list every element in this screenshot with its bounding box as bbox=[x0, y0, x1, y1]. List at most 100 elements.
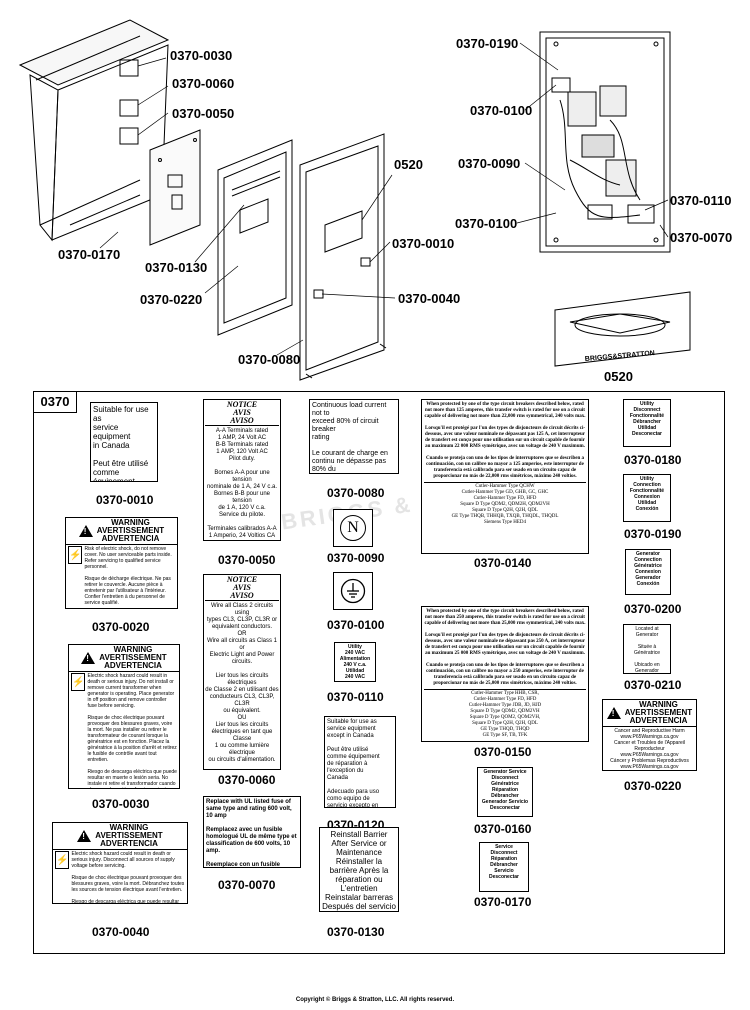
label-0370-0040-head: WARNING AVERTISSEMENT ADVERTENCIA bbox=[95, 823, 163, 848]
label-0370-0120-text: Suitable for use as service equipment ex… bbox=[327, 719, 380, 808]
label-0370-0070-number: 0370-0070 bbox=[218, 878, 276, 892]
callout-0370-0190: 0370-0190 bbox=[456, 36, 519, 51]
label-0370-0190: Utility Connection Fonctionnalité Connex… bbox=[623, 474, 671, 522]
label-0370-0170: Service Disconnect Réparation Débrancher… bbox=[479, 842, 529, 892]
label-0370-0200: Generator Connection Génératrice Connexi… bbox=[625, 549, 671, 595]
label-0370-0040: WARNING AVERTISSEMENT ADVERTENCIA ⚡ Elec… bbox=[52, 822, 188, 904]
warning-header: WARNING AVERTISSEMENT ADVERTENCIA bbox=[603, 700, 696, 727]
copyright-footer: Copyright © Briggs & Stratton, LLC. All … bbox=[295, 997, 455, 1003]
label-0370-0010: Suitable for use as service equipment in… bbox=[90, 402, 158, 482]
warning-header: WARNING AVERTISSEMENT ADVERTENCIA bbox=[66, 518, 177, 545]
label-0370-0080-text: Continuous load current not to exceed 80… bbox=[312, 402, 388, 473]
neutral-n-icon: N bbox=[340, 515, 366, 541]
label-0370-0220: WARNING AVERTISSEMENT ADVERTENCIA Cancer… bbox=[602, 699, 697, 771]
label-0370-0050-text: A-A Terminals rated 1 AMP, 24 Volt AC B-… bbox=[206, 428, 278, 539]
warning-triangle-icon bbox=[77, 830, 92, 842]
label-0370-0030: WARNING AVERTISSEMENT ADVERTENCIA ⚡ Elec… bbox=[68, 644, 180, 789]
label-0370-0160: Generator Service Disconnect Génératrice… bbox=[477, 767, 533, 817]
leader-lines bbox=[99, 42, 669, 356]
callout-0520-a: 0520 bbox=[394, 157, 423, 172]
exploded-parts-diagram: BRIGGS&STRATTON bbox=[18, 19, 691, 381]
label-0370-0130-text: Reinstall Barrier After Service or Maint… bbox=[322, 830, 396, 911]
label-0370-0100 bbox=[333, 572, 373, 610]
label-0370-0210-number: 0370-0210 bbox=[624, 678, 682, 692]
label-0370-0010-number: 0370-0010 bbox=[96, 493, 154, 507]
label-0370-0220-head: WARNING AVERTISSEMENT ADVERTENCIA bbox=[624, 700, 693, 725]
label-0370-0100-number: 0370-0100 bbox=[327, 618, 385, 632]
label-0370-0150-text: When protected by one of the type circui… bbox=[424, 609, 586, 686]
label-0370-0210-text: Located at Generator Située à Génératric… bbox=[633, 626, 661, 674]
label-0370-0110-text: Utility 240 VAC Alimentation 240 V c.a. … bbox=[339, 644, 371, 680]
label-0370-0030-number: 0370-0030 bbox=[92, 797, 150, 811]
warning-header: WARNING AVERTISSEMENT ADVERTENCIA bbox=[69, 645, 179, 672]
inner-panel bbox=[149, 129, 201, 246]
label-0370-0020-head: WARNING AVERTISSEMENT ADVERTENCIA bbox=[96, 518, 165, 543]
label-0370-0130: Reinstall Barrier After Service or Maint… bbox=[319, 827, 399, 912]
callout-0370-0090: 0370-0090 bbox=[458, 156, 521, 171]
label-0370-0050: NOTICE AVIS AVISO A-A Terminals rated 1 … bbox=[203, 399, 281, 541]
label-0370-0150-list: Cutler-Hammer Type HHB, CSR, Cutler-Hamm… bbox=[468, 691, 542, 738]
label-0370-0020-number: 0370-0020 bbox=[92, 620, 150, 634]
transfer-switch-interior bbox=[539, 31, 671, 253]
label-0370-0070: Replace with UL listed fuse of same type… bbox=[203, 796, 301, 868]
label-0370-0220-text: Cancer and Reproductive Harm www.P65Warn… bbox=[610, 728, 689, 770]
callout-0370-0050: 0370-0050 bbox=[172, 106, 235, 121]
callout-0370-0070: 0370-0070 bbox=[670, 230, 733, 245]
logo-nameplate bbox=[554, 291, 691, 367]
electric-shock-hazard-icon: ⚡ bbox=[68, 546, 83, 564]
callout-0370-0080: 0370-0080 bbox=[238, 352, 301, 367]
label-0370-0190-text: Utility Connection Fonctionnalité Connex… bbox=[629, 476, 665, 512]
breaker-list: Cutler-Hammer Type QCHW Cutler-Hammer Ty… bbox=[424, 482, 586, 526]
label-0370-0200-text: Generator Connection Génératrice Connexi… bbox=[634, 551, 662, 587]
enclosure-door bbox=[299, 133, 387, 381]
label-0370-0210: Located at Generator Située à Génératric… bbox=[623, 624, 671, 674]
label-0370-0080-number: 0370-0080 bbox=[327, 486, 385, 500]
callout-0370-0130: 0370-0130 bbox=[145, 260, 208, 275]
label-0370-0040-text: Electric shock hazard could result in de… bbox=[71, 851, 185, 904]
label-0370-0010-text: Suitable for use as service equipment in… bbox=[93, 405, 149, 482]
callout-0370-0170: 0370-0170 bbox=[58, 247, 121, 262]
label-0370-0110-number: 0370-0110 bbox=[327, 690, 384, 704]
label-0370-0060-head: NOTICE AVIS AVISO bbox=[205, 576, 279, 601]
label-0370-0150-number: 0370-0150 bbox=[474, 745, 532, 759]
warning-header: WARNING AVERTISSEMENT ADVERTENCIA bbox=[53, 823, 187, 850]
callout-0370-0060: 0370-0060 bbox=[172, 76, 235, 91]
callout-0370-0110: 0370-0110 bbox=[670, 193, 732, 208]
callout-0520-b: 0520 bbox=[604, 369, 633, 384]
callout-0370-0030: 0370-0030 bbox=[170, 48, 233, 63]
label-0370-0060-number: 0370-0060 bbox=[218, 773, 276, 787]
callout-0370-0010: 0370-0010 bbox=[392, 236, 455, 251]
callout-0370-0220: 0370-0220 bbox=[140, 292, 203, 307]
dead-front-cover bbox=[217, 139, 293, 336]
label-0370-0050-number: 0370-0050 bbox=[218, 553, 276, 567]
label-0370-0180-text: Utility Disconnect Fonctionnalité Débran… bbox=[629, 401, 665, 437]
label-0370-0160-text: Generator Service Disconnect Génératrice… bbox=[481, 769, 529, 811]
label-0370-0180-number: 0370-0180 bbox=[624, 453, 682, 467]
label-0370-0020: WARNING AVERTISSEMENT ADVERTENCIA ⚡ Risk… bbox=[65, 517, 178, 609]
label-0370-0040-number: 0370-0040 bbox=[92, 925, 150, 939]
label-0370-0140-text: When protected by one of the type circui… bbox=[424, 402, 586, 479]
callout-0370-0100-b: 0370-0100 bbox=[455, 216, 518, 231]
kit-number-box: 0370 bbox=[33, 391, 77, 413]
label-0370-0060-text: Wire all Class 2 circuits using types CL… bbox=[205, 603, 279, 763]
label-0370-0070-text: Replace with UL listed fuse of same type… bbox=[206, 799, 297, 868]
label-0370-0060: NOTICE AVIS AVISO Wire all Class 2 circu… bbox=[203, 574, 281, 770]
label-0370-0120: Suitable for use as service equipment ex… bbox=[324, 716, 396, 808]
electric-shock-hazard-icon: ⚡ bbox=[71, 673, 86, 691]
warning-triangle-icon bbox=[78, 525, 93, 537]
warning-triangle-icon bbox=[606, 707, 621, 719]
callout-0370-0100-a: 0370-0100 bbox=[470, 103, 533, 118]
enclosure-box bbox=[18, 19, 170, 242]
label-0370-0140-number: 0370-0140 bbox=[474, 556, 532, 570]
label-0370-0110: Utility 240 VAC Alimentation 240 V c.a. … bbox=[334, 642, 376, 682]
label-0370-0190-number: 0370-0190 bbox=[624, 527, 682, 541]
label-0370-0020-text: Risk of electric shock, do not remove co… bbox=[84, 546, 172, 606]
label-0370-0140: When protected by one of the type circui… bbox=[421, 399, 589, 554]
label-0370-0130-number: 0370-0130 bbox=[327, 925, 385, 939]
label-0370-0220-number: 0370-0220 bbox=[624, 779, 682, 793]
electric-shock-hazard-icon: ⚡ bbox=[55, 851, 70, 869]
label-0370-0090: N bbox=[333, 509, 373, 547]
ground-icon bbox=[340, 578, 366, 604]
label-0370-0160-number: 0370-0160 bbox=[474, 822, 532, 836]
label-0370-0080: Continuous load current not to exceed 80… bbox=[309, 399, 399, 474]
